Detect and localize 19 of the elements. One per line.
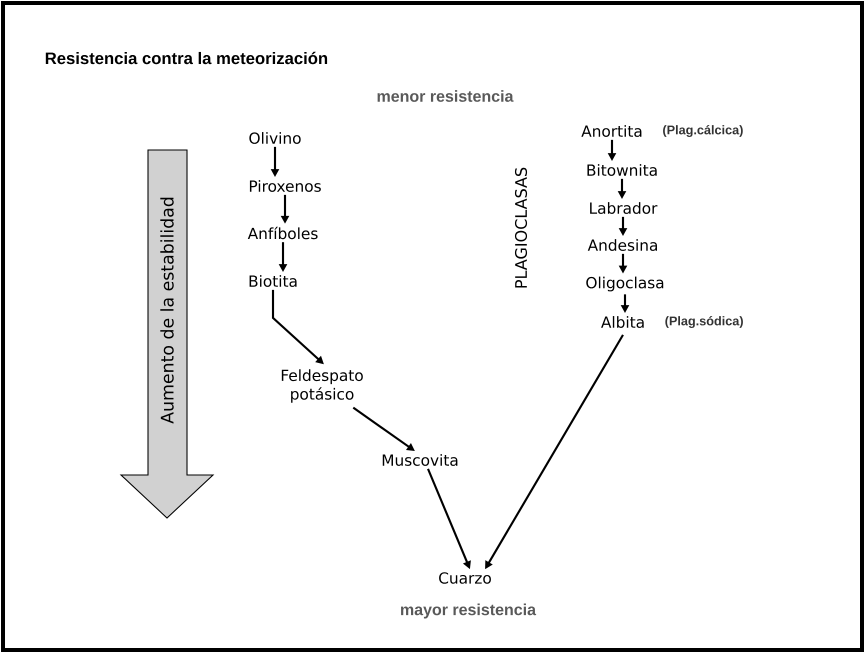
mineral-label: Bitownita [587,164,657,176]
mineral-label: Cuarzo [439,572,491,584]
mineral-label: Oligoclasa [586,276,664,292]
title: Resistencia contra la meteorización [46,52,328,64]
mineral-label: Olivino [249,132,301,144]
side-label: PLAGIOCLASAS [514,168,528,288]
note-label: (Plag.cálcica) [663,125,743,137]
heading-label: menor resistencia [378,90,514,102]
note-label: (Plag.sódica) [665,316,743,328]
mineral-label: Anfíboles [248,226,318,240]
mineral-label: Albita [601,316,644,328]
heading-label: mayor resistencia [401,604,536,618]
mineral-label: Anortita [581,125,642,137]
mineral-label: Muscovita [382,454,458,466]
mineral-label: Piroxenos [250,180,321,192]
mineral-label: Biotita [250,275,297,287]
mineral-label: Labrador [590,202,658,214]
mineral-label: Andesina [588,239,657,251]
mineral-label: Feldespato potásico [282,369,363,403]
